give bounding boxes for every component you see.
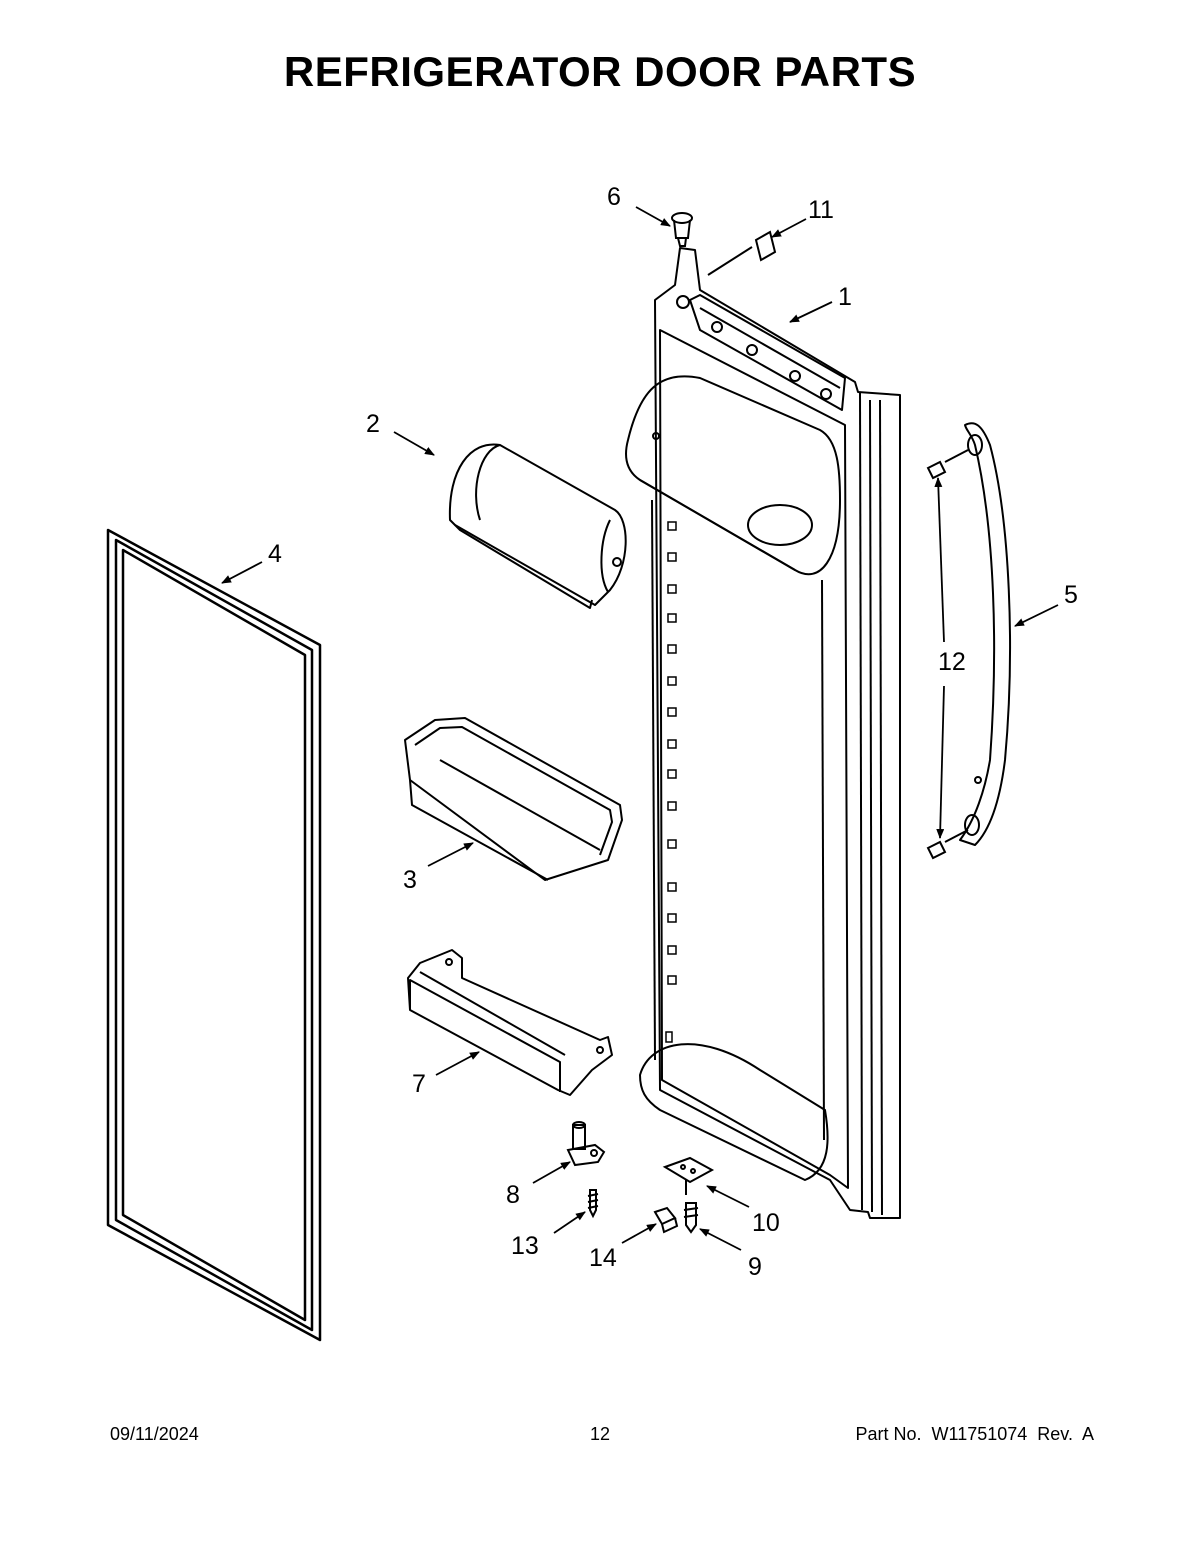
door-cam-part [653, 1206, 679, 1234]
footer-date: 09/11/2024 [110, 1424, 199, 1444]
callout-11: 11 [808, 196, 834, 224]
callout-1: 1 [838, 283, 852, 311]
callout-3: 3 [403, 866, 417, 894]
door-shelf-bin-part [407, 949, 613, 1096]
page-title: REFRIGERATOR DOOR PARTS [283, 48, 917, 95]
shelf-clip-marks [665, 521, 677, 1043]
callout-9: 9 [748, 1253, 762, 1281]
callout-13: 13 [511, 1232, 539, 1260]
callout-12: 12 [938, 648, 966, 676]
callout-4: 4 [268, 540, 282, 568]
door-bin-part [404, 717, 623, 881]
refrigerator-door-part [625, 247, 901, 1219]
door-handle-part [959, 422, 1011, 846]
callout-2: 2 [366, 410, 380, 438]
callout-10: 10 [752, 1209, 780, 1237]
callout-7: 7 [412, 1070, 426, 1098]
footer-part-number: Part No. W11751074 Rev. A [855, 1424, 1094, 1444]
footer-page-number: 12 [589, 1424, 611, 1444]
door-gasket-part [106, 528, 322, 1342]
plate-screw-part [683, 1202, 699, 1234]
bottom-hinge-part [566, 1121, 606, 1167]
callout-8: 8 [506, 1181, 520, 1209]
callout-5: 5 [1064, 581, 1078, 609]
leader-lines [221, 206, 1059, 1251]
dairy-compartment-part [448, 443, 627, 609]
door-plug-part [671, 212, 693, 247]
callout-6: 6 [607, 183, 621, 211]
door-shim-part [707, 230, 777, 276]
hinge-screw-part [587, 1189, 599, 1219]
hinge-plate-part [662, 1156, 715, 1195]
handle-screw-parts [926, 449, 969, 860]
callout-14: 14 [589, 1244, 617, 1272]
